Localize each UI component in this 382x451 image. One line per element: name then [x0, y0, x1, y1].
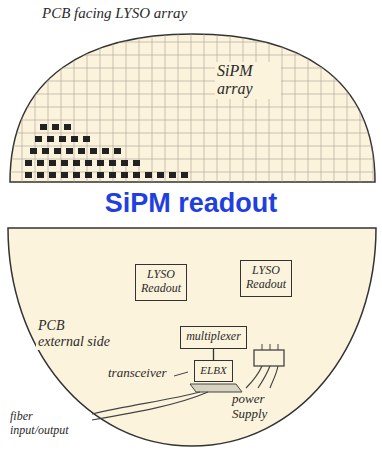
box-label: multiplexer [185, 330, 242, 344]
sipm-board: PCB facing LYSO arraySiPM array [10, 34, 375, 182]
leader-line [174, 372, 188, 376]
board-heading: PCB facing LYSO array [40, 5, 264, 22]
external-board: PCB external side LYSO Readout LYSO Readou… [8, 228, 376, 446]
fiber-wire [92, 392, 200, 414]
power-wire [246, 366, 278, 388]
transceiver-chip: ELBX [194, 360, 233, 382]
board-heading: PCB external side [36, 318, 114, 350]
part-label: transceiver [108, 366, 166, 381]
part-label: power Supply [232, 392, 284, 422]
board-outline [10, 34, 375, 182]
box-label: LYSO Readout [245, 264, 287, 292]
box-label: LYSO Readout [140, 268, 182, 296]
readout-box: LYSO Readout [135, 264, 187, 301]
wire-connector [213, 349, 214, 360]
connector-pins [262, 344, 278, 350]
readout-box: multiplexer [180, 326, 247, 349]
chip-base [190, 384, 242, 392]
readout-box: LYSO Readout [240, 260, 292, 297]
box-label: ELBX [199, 364, 228, 377]
diagram-title: SiPM readout [0, 188, 382, 219]
power-connector [254, 350, 284, 366]
part-label: fiber input/output [10, 410, 84, 438]
fiber-wire [92, 392, 208, 420]
array-label: SiPM array [215, 62, 281, 99]
